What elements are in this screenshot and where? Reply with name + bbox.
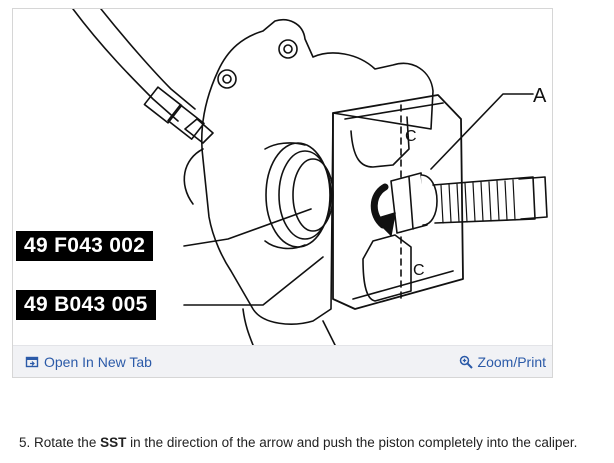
step-text-after: in the direction of the arrow and push t…	[130, 435, 578, 450]
zoom-print-label: Zoom/Print	[477, 354, 546, 370]
open-in-new-tab-label: Open In New Tab	[44, 354, 152, 370]
step-text-bold: SST	[100, 435, 127, 450]
svg-text:C: C	[405, 128, 417, 145]
zoom-print-link[interactable]: Zoom/Print	[459, 354, 546, 370]
open-in-new-tab-link[interactable]: Open In New Tab	[25, 354, 152, 370]
callout-tool-49b043005: 49 B043 005	[16, 290, 156, 320]
step-instruction: 5. Rotate the SST in the direction of th…	[19, 435, 577, 450]
step-text-before: Rotate the	[34, 435, 97, 450]
figure-toolbar: Open In New Tab Zoom/Print	[13, 345, 552, 377]
magnifier-icon	[459, 355, 473, 369]
open-new-tab-icon	[25, 356, 39, 368]
step-number: 5.	[19, 435, 31, 450]
figure-frame: C C 49 F043 002	[12, 8, 553, 378]
svg-text:C: C	[413, 262, 425, 279]
callout-tool-49f043002: 49 F043 002	[16, 231, 154, 261]
caliper-illustration: C C	[72, 9, 548, 345]
label-a: A	[533, 85, 547, 107]
